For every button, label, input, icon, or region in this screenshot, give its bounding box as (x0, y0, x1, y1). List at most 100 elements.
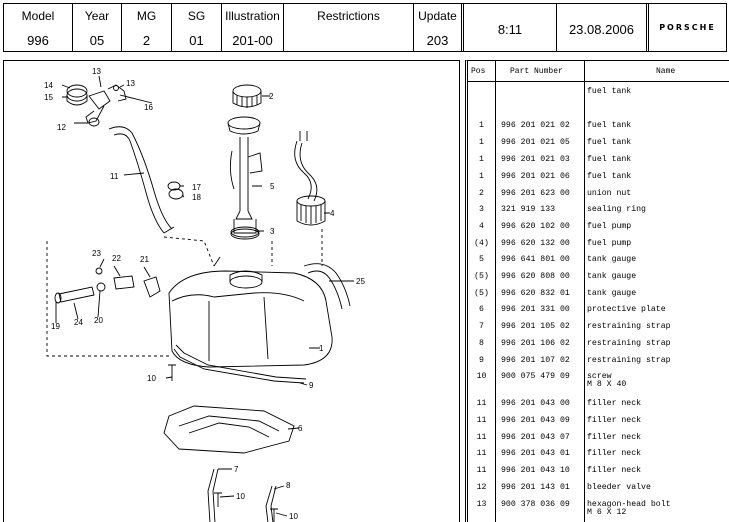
header-value: 2 (142, 33, 151, 48)
row-name: restraining strap (587, 356, 671, 365)
row-name: hexagon-head bolt (587, 500, 671, 509)
callout-6: 6 (298, 424, 303, 433)
parts-list-table: Pos Part Number Name fuel tank 1 996 201 0… (465, 60, 729, 522)
row-pos: (5) (474, 272, 489, 281)
row-part-number: 900 378 036 09 (501, 500, 570, 509)
callout-23: 24 (74, 318, 83, 327)
callout-15: 15 (44, 93, 53, 102)
row-name: fuel tank (587, 121, 632, 130)
row-part-number: 900 075 479 09 (501, 372, 570, 381)
row-part-number: 996 201 143 01 (501, 483, 570, 492)
header-value: 996 (27, 33, 49, 48)
row-name: screw (587, 372, 612, 381)
callout-13: 13 (92, 67, 101, 76)
callout-10: 10 (289, 512, 298, 521)
header-label: SG (187, 9, 206, 23)
row-pos: 7 (479, 322, 484, 331)
row-name: filler neck (587, 466, 642, 475)
header-value: 01 (189, 33, 204, 48)
header-illustration: Illustration 201-00 (222, 4, 284, 51)
row-name: filler neck (587, 449, 642, 458)
callout-10: 10 (147, 374, 156, 383)
callout-9: 9 (309, 381, 314, 390)
row-part-number: 996 620 102 00 (501, 222, 570, 231)
column-divider (584, 61, 585, 522)
callout-12: 12 (57, 123, 66, 132)
callout-14: 14 (44, 81, 53, 90)
catalog-header: Model 996 Year 05 MG 2 SG 01 Illustratio… (3, 3, 727, 52)
row-name: tank gauge (587, 255, 637, 264)
row-pos: 11 (476, 416, 487, 425)
callout-20: 21 (140, 255, 149, 264)
callout-4: 4 (330, 209, 335, 218)
row-name: sealing ring (587, 205, 646, 214)
callout-10: 10 (236, 492, 245, 501)
callout-18: 16 (144, 103, 153, 112)
callout-2: 2 (269, 92, 274, 101)
column-header-pos: Pos (471, 67, 486, 76)
header-value: 201-00 (232, 33, 273, 48)
exploded-view-diagram: 2 13 13 14 15 16 12 11 17 18 5 4 3 23 22… (3, 60, 460, 522)
row-pos: 6 (479, 305, 484, 314)
header-label: Update (418, 9, 457, 23)
header-label: Year (84, 9, 110, 23)
row-part-number: 996 201 043 01 (501, 449, 570, 458)
row-pos: 1 (479, 172, 484, 181)
row-name: restraining strap (587, 322, 671, 331)
row-pos: 12 (476, 483, 487, 492)
parts-illustration: 2 13 13 14 15 16 12 11 17 18 5 4 3 23 22… (44, 67, 365, 522)
page-number: 8:11 (497, 22, 523, 37)
callout-11: 11 (110, 172, 119, 181)
column-divider (495, 61, 496, 522)
row-pos: 2 (479, 189, 484, 198)
row-part-number: 996 641 801 00 (501, 255, 570, 264)
row-name: fuel tank (587, 155, 632, 164)
row-pos: 9 (479, 356, 484, 365)
row-name: tank gauge (587, 272, 637, 281)
header-label: MG (136, 9, 157, 23)
header-value: 05 (89, 33, 105, 48)
callout-17: 18 (192, 193, 201, 202)
row-part-number: 996 201 021 02 (501, 121, 570, 130)
row-name: restraining strap (587, 339, 671, 348)
row-part-number: 996 620 832 01 (501, 289, 570, 298)
row-pos: (5) (474, 289, 489, 298)
row-name: protective plate (587, 305, 666, 314)
row-part-number: 996 201 043 00 (501, 399, 570, 408)
callout-3: 3 (270, 227, 275, 236)
callout-1: 1 (319, 344, 324, 353)
row-pos: 1 (479, 121, 484, 130)
row-pos: 10 (476, 372, 487, 381)
table-header: Pos Part Number Name (468, 61, 729, 82)
header-sg: SG 01 (172, 4, 222, 51)
callout-24: 19 (51, 322, 60, 331)
header-label: Model (21, 9, 55, 23)
row-pos: 11 (476, 466, 487, 475)
header-restrictions: Restrictions (284, 4, 414, 51)
row-name: filler neck (587, 399, 642, 408)
row-part-number: 996 201 043 09 (501, 416, 570, 425)
callout-22: 23 (92, 249, 101, 258)
row-name-detail: M 6 X 12 (587, 508, 627, 517)
header-logo: PORSCHE (649, 4, 726, 51)
row-name: fuel tank (587, 172, 632, 181)
row-part-number: 996 620 132 00 (501, 239, 570, 248)
row-pos: 1 (479, 155, 484, 164)
row-part-number: 321 919 133 (501, 205, 556, 214)
row-part-number: 996 201 021 06 (501, 172, 570, 181)
column-header-part-number: Part Number (510, 67, 563, 76)
row-pos: 11 (476, 399, 487, 408)
column-header-name: Name (656, 67, 676, 76)
row-pos: 11 (476, 449, 487, 458)
header-page: 8:11 (464, 4, 557, 51)
callout-19: 20 (94, 316, 103, 325)
header-value: 203 (426, 33, 449, 48)
row-part-number: 996 201 021 03 (501, 155, 570, 164)
header-update: Update 203 (414, 4, 464, 51)
header-date: 23.08.2006 (557, 4, 649, 51)
row-pos: 8 (479, 339, 484, 348)
row-part-number: 996 201 107 02 (501, 356, 570, 365)
catalog-date: 23.08.2006 (568, 22, 635, 37)
callout-16: 17 (192, 183, 201, 192)
header-model: Model 996 (4, 4, 73, 51)
